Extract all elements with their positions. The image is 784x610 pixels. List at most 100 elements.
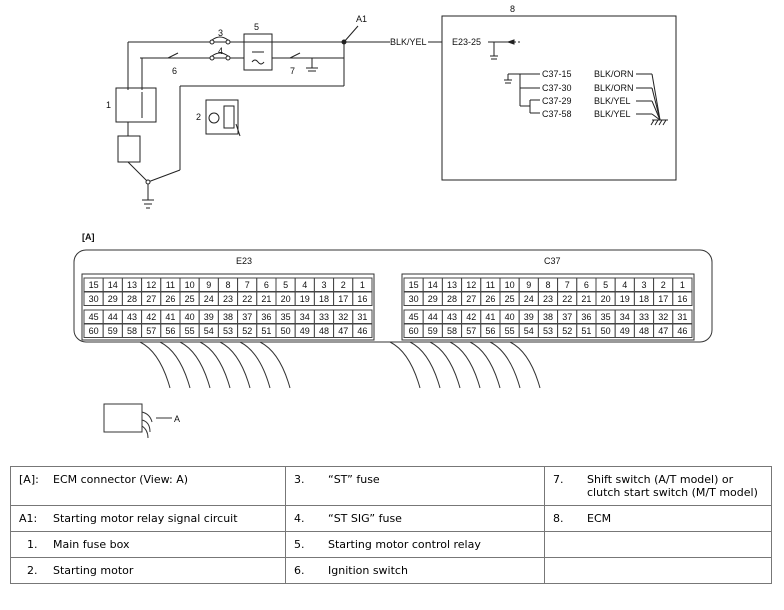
pin-number-c37-58: 58 <box>447 326 457 336</box>
pin-number-e23-28: 28 <box>127 294 137 304</box>
pin-number-c37-18: 18 <box>639 294 649 304</box>
harness-wire <box>469 341 501 389</box>
pin-number-e23-54: 54 <box>204 326 214 336</box>
pin-number-c37-52: 52 <box>562 326 572 336</box>
pin-number-e23-27: 27 <box>146 294 156 304</box>
pin-number-c37-53: 53 <box>543 326 553 336</box>
pin-cell <box>672 291 693 306</box>
pin-number-c37-3: 3 <box>641 280 646 290</box>
legend-cell: 1. Main fuse box <box>10 531 286 558</box>
wire-c37-29: BLK/YEL <box>594 96 631 106</box>
pin-number-e23-53: 53 <box>223 326 233 336</box>
legend-text: Starting motor control relay <box>328 538 481 551</box>
pin-number-e23-45: 45 <box>89 312 99 322</box>
connector-e23-name: E23 <box>236 256 252 266</box>
pin-number-c37-26: 26 <box>485 294 495 304</box>
terminal-c37-29: C37-29 <box>542 96 572 106</box>
legend-key: 3. <box>294 473 305 486</box>
legend-text: Shift switch (A/T model) or clutch start… <box>587 473 758 499</box>
harness-wire <box>429 341 461 389</box>
legend-key: 1. <box>27 538 38 551</box>
pin-number-c37-46: 46 <box>677 326 687 336</box>
pin-number-c37-59: 59 <box>428 326 438 336</box>
pin-number-c37-14: 14 <box>428 280 438 290</box>
pin-number-c37-56: 56 <box>485 326 495 336</box>
label-2: 2 <box>196 112 201 122</box>
legend-key: 5. <box>294 538 305 551</box>
harness-wire <box>409 341 441 389</box>
pin-number-c37-40: 40 <box>505 312 515 322</box>
legend-key: A1: <box>19 512 38 525</box>
pin-number-e23-18: 18 <box>319 294 329 304</box>
harness-wire <box>159 341 191 389</box>
pin-cell <box>352 291 373 306</box>
legend-key: 7. <box>553 473 564 486</box>
pin-number-c37-21: 21 <box>581 294 591 304</box>
pin-number-c37-1: 1 <box>680 280 685 290</box>
pin-number-e23-48: 48 <box>319 326 329 336</box>
pin-number-c37-41: 41 <box>485 312 495 322</box>
connector-arrow-label: A <box>174 414 180 424</box>
pin-number-c37-22: 22 <box>562 294 572 304</box>
label-6: 6 <box>172 66 177 76</box>
harness-wire <box>259 341 291 389</box>
pin-number-c37-45: 45 <box>409 312 419 322</box>
pin-number-c37-25: 25 <box>505 294 515 304</box>
pin-number-e23-7: 7 <box>245 280 250 290</box>
harness-wire <box>199 341 231 389</box>
pin-number-c37-38: 38 <box>543 312 553 322</box>
pin-number-c37-31: 31 <box>677 312 687 322</box>
pin-number-e23-50: 50 <box>281 326 291 336</box>
pin-number-e23-35: 35 <box>281 312 291 322</box>
label-4: 4 <box>218 46 223 56</box>
pin-number-e23-41: 41 <box>165 312 175 322</box>
label-a1: A1 <box>356 14 367 24</box>
pin-number-c37-51: 51 <box>581 326 591 336</box>
pin-number-c37-9: 9 <box>526 280 531 290</box>
pin-number-e23-1: 1 <box>360 280 365 290</box>
legend-cell: 8.ECM <box>544 505 772 532</box>
legend-key: 4. <box>294 512 305 525</box>
pin-number-c37-35: 35 <box>601 312 611 322</box>
pin-number-c37-44: 44 <box>428 312 438 322</box>
pin-number-e23-55: 55 <box>185 326 195 336</box>
pin-number-e23-8: 8 <box>225 280 230 290</box>
pin-number-e23-23: 23 <box>223 294 233 304</box>
pin-number-c37-32: 32 <box>658 312 668 322</box>
pin-number-c37-2: 2 <box>661 280 666 290</box>
label-3: 3 <box>218 28 223 38</box>
wire-c37-30: BLK/ORN <box>594 83 634 93</box>
pin-number-c37-34: 34 <box>620 312 630 322</box>
legend-key: [A]: <box>19 473 39 486</box>
terminal-e23-25: E23-25 <box>452 37 481 47</box>
pin-number-e23-24: 24 <box>204 294 214 304</box>
terminal-c37-15: C37-15 <box>542 69 572 79</box>
pin-number-e23-17: 17 <box>338 294 348 304</box>
pin-number-c37-4: 4 <box>622 280 627 290</box>
legend-text: Main fuse box <box>53 538 130 551</box>
legend-key: 6. <box>294 564 305 577</box>
harness-wire <box>389 341 421 389</box>
pin-number-c37-50: 50 <box>601 326 611 336</box>
label-8: 8 <box>510 4 515 14</box>
pin-number-e23-13: 13 <box>127 280 137 290</box>
legend-cell: 7. Shift switch (A/T model) or clutch sta… <box>544 466 772 506</box>
pin-number-e23-15: 15 <box>89 280 99 290</box>
pin-number-c37-23: 23 <box>543 294 553 304</box>
harness-wire <box>139 341 171 389</box>
pin-number-e23-52: 52 <box>242 326 252 336</box>
pin-number-e23-21: 21 <box>261 294 271 304</box>
pin-number-c37-20: 20 <box>601 294 611 304</box>
pin-number-e23-42: 42 <box>146 312 156 322</box>
connector-housing <box>73 249 713 343</box>
harness-wire <box>179 341 211 389</box>
pin-number-c37-47: 47 <box>658 326 668 336</box>
pin-number-c37-27: 27 <box>466 294 476 304</box>
pin-number-e23-26: 26 <box>165 294 175 304</box>
legend-text: Starting motor <box>53 564 134 577</box>
pin-number-c37-48: 48 <box>639 326 649 336</box>
pin-number-c37-55: 55 <box>505 326 515 336</box>
